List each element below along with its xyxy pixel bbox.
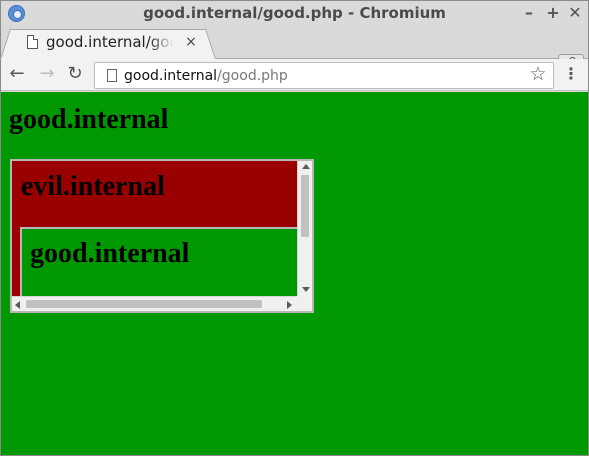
scroll-down-icon[interactable] [302,287,310,292]
close-window-button[interactable]: ✕ [568,3,582,22]
page-title: good.internal [9,104,169,135]
evil-iframe[interactable]: evil.internal good.internal [10,159,314,313]
tab-active[interactable] [13,29,203,60]
chromium-icon [8,5,25,22]
page-icon [27,35,38,49]
forward-button[interactable]: → [39,63,55,84]
horizontal-scroll-thumb[interactable] [26,300,262,308]
nested-iframe-heading: good.internal [30,238,190,269]
scroll-up-icon[interactable] [302,164,310,169]
evil-iframe-heading: evil.internal [21,171,165,202]
url-text[interactable]: good.internal/good.php [124,66,288,86]
tab-title[interactable]: good.internal/good.php [46,33,174,51]
bookmark-star-icon[interactable]: ☆ [529,63,547,85]
reload-button[interactable]: ↻ [67,63,83,84]
page-viewport: good.internal evil.internal good.interna… [1,92,588,455]
minimize-button[interactable]: – [525,3,533,22]
scroll-right-icon[interactable] [287,301,292,309]
title-bar: good.internal/good.php - Chromium – + ✕ [1,1,588,26]
window-title: good.internal/good.php - Chromium [143,4,446,22]
scrollbar-corner [297,296,312,311]
horizontal-scrollbar[interactable] [12,296,312,311]
maximize-button[interactable]: + [546,3,560,22]
tab-close-icon[interactable]: × [185,34,197,50]
url-host: good.internal [124,68,218,84]
menu-icon[interactable]: ⋮ [563,64,579,83]
address-bar[interactable]: good.internal/good.php [94,62,554,89]
vertical-scroll-thumb[interactable] [301,175,309,237]
navigation-toolbar: ← → ↻ good.internal/good.php ☆ ⋮ [1,59,588,91]
back-button[interactable]: ← [9,63,25,84]
url-path: /good.php [217,68,288,84]
scroll-left-icon[interactable] [15,301,20,309]
page-info-icon[interactable] [107,69,117,82]
vertical-scrollbar[interactable] [297,161,312,296]
